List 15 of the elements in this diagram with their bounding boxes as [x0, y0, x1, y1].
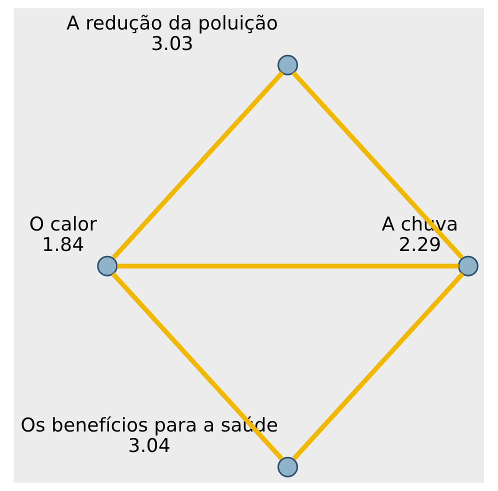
connector	[117, 264, 459, 268]
connector	[112, 71, 284, 260]
node-circle	[97, 256, 118, 276]
node-circle	[277, 54, 298, 76]
node-label: 3.03	[151, 33, 194, 56]
node-circle	[458, 256, 478, 276]
connector	[292, 272, 464, 460]
node-label: 3.04	[128, 435, 170, 458]
node-label: A redução da poluição	[66, 12, 278, 35]
node-label: 1.84	[42, 234, 84, 256]
connector	[111, 272, 284, 460]
node-label: 2.29	[398, 234, 442, 256]
connector	[292, 71, 464, 260]
node-label: O calor	[29, 214, 97, 236]
node-circle	[277, 456, 298, 478]
